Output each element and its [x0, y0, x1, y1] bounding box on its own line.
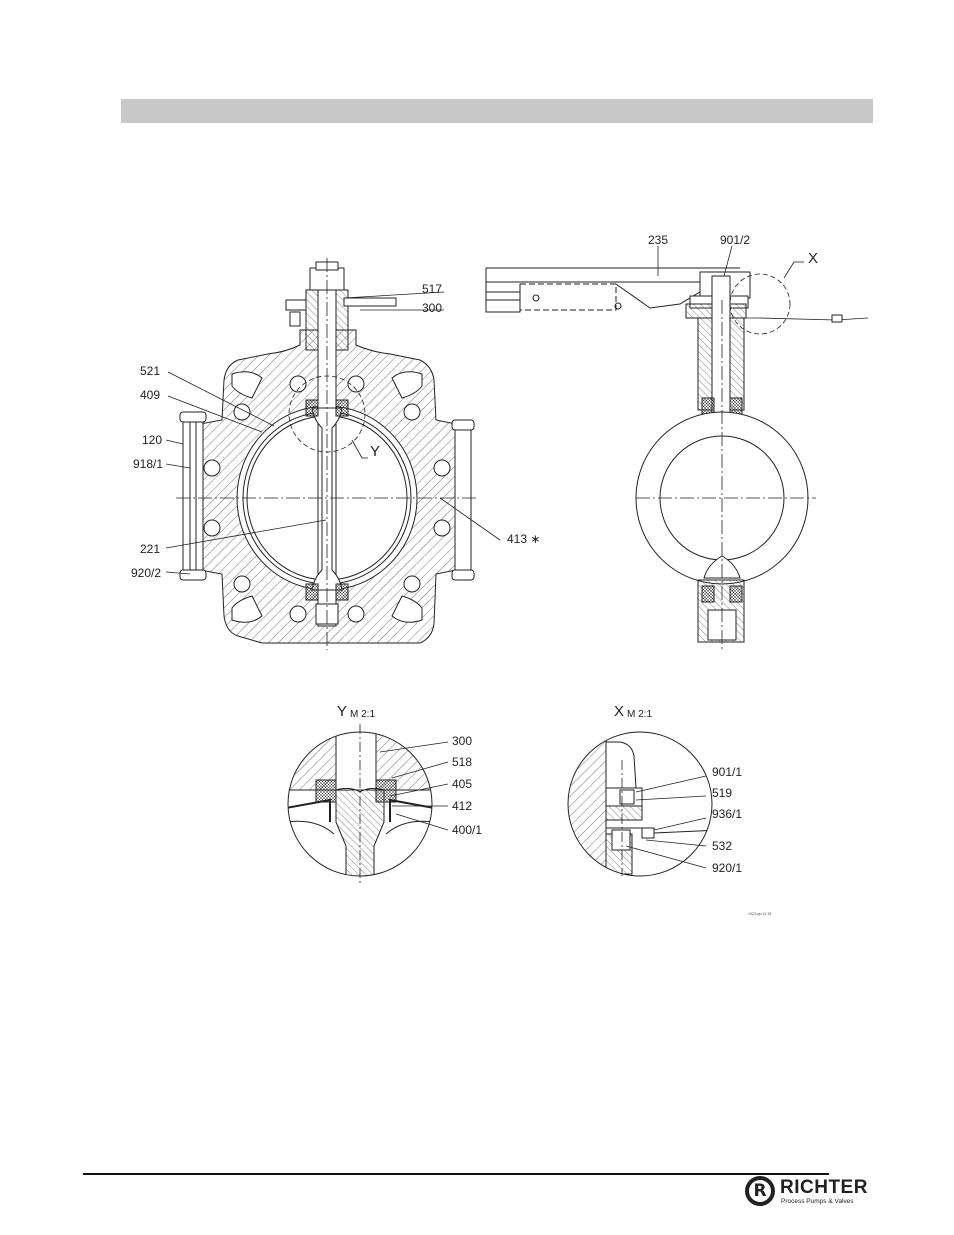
detail-y-label-405: 405 — [452, 778, 472, 790]
callout-920-2: 920/2 — [131, 567, 161, 579]
callout-120: 120 — [142, 434, 162, 446]
detail-x-label-519: 519 — [712, 787, 732, 799]
callout-517: 517 — [422, 283, 442, 295]
detail-x-label-532: 532 — [712, 840, 732, 852]
detail-x-label-936-1: 936/1 — [712, 808, 742, 820]
detail-x-title-letter: X — [614, 706, 624, 718]
bolt-hole — [234, 576, 250, 592]
callout-409: 409 — [140, 389, 160, 401]
bolt-hole — [204, 460, 220, 476]
logo-tagline: Process Pumps & Valves — [781, 1198, 854, 1206]
detail-y-label-412: 412 — [452, 800, 472, 812]
detail-y-label-300: 300 — [452, 735, 472, 747]
callout-918-1: 918/1 — [133, 458, 163, 470]
detail-y-title-scale: M 2:1 — [350, 709, 375, 721]
logo-mark: R — [745, 1176, 775, 1206]
callout-detail-y: Y — [370, 446, 380, 458]
callout-221: 221 — [140, 543, 160, 555]
callout-235: 235 — [648, 234, 668, 246]
tie-bolt-right — [455, 424, 471, 580]
drawing-number: 1023-wp-11 15 — [748, 908, 771, 920]
detail-y — [286, 724, 448, 884]
callout-300: 300 — [422, 302, 442, 314]
footer-rule — [83, 1173, 829, 1175]
callout-detail-x: X — [808, 253, 818, 265]
callout-521: 521 — [140, 365, 160, 377]
detail-x-title-scale: M 2:1 — [627, 709, 652, 721]
logo-name: RICHTER — [780, 1178, 868, 1198]
detail-x-label-920-1: 920/1 — [712, 862, 742, 874]
callout-901-2: 901/2 — [720, 234, 750, 246]
detail-x — [566, 732, 720, 876]
detail-y-title-letter: Y — [337, 706, 347, 718]
callout-413: 413 ∗ — [507, 533, 540, 545]
valve-body-section — [166, 258, 500, 650]
detail-y-label-518: 518 — [452, 756, 472, 768]
tie-bolt-left — [183, 414, 203, 580]
bolt-hole — [290, 606, 306, 622]
bolt-hole — [204, 520, 220, 536]
bolt-hole — [434, 520, 450, 536]
detail-x-label-901-1: 901/1 — [712, 766, 742, 778]
bolt-hole — [404, 576, 420, 592]
bolt-hole — [404, 404, 420, 420]
richter-logo: R RICHTER Process Pumps & Valves — [745, 1176, 875, 1210]
detail-y-label-400-1: 400/1 — [452, 824, 482, 836]
bolt-hole — [348, 606, 364, 622]
valve-side-view — [486, 246, 868, 650]
logo-letter: R — [749, 1182, 771, 1200]
bolt-hole — [434, 460, 450, 476]
